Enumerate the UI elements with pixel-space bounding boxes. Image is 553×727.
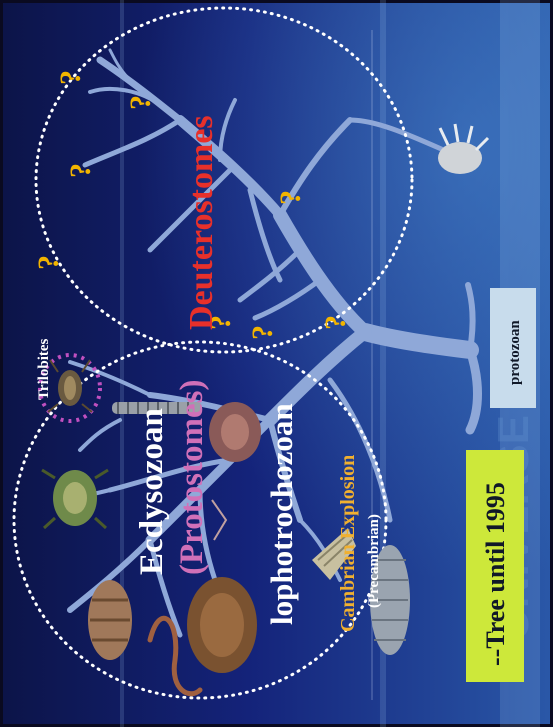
mollusc-image bbox=[187, 577, 257, 673]
precambrian-label: (Precambrian) bbox=[366, 514, 382, 608]
question-mark: ? bbox=[32, 255, 65, 270]
ecdysozoan-label: Ecdysozoan bbox=[134, 408, 170, 575]
question-mark: ? bbox=[246, 325, 279, 340]
question-mark: ? bbox=[319, 315, 352, 330]
protozoan-label: protozoan bbox=[507, 320, 523, 385]
question-mark: ? bbox=[54, 70, 87, 85]
protostomes-label: (Protostomes) bbox=[174, 380, 210, 576]
insect-larva-image bbox=[88, 580, 132, 660]
protozoan-box: protozoan bbox=[490, 288, 536, 408]
rotifer-image bbox=[209, 402, 261, 462]
question-mark: ? bbox=[64, 163, 97, 178]
trilobites-label: Trilobites bbox=[36, 338, 52, 400]
tree-until-label: --Tree until 1995 bbox=[481, 482, 510, 666]
lophotrochozoan-label: lophotrochozoan bbox=[264, 403, 299, 625]
cambrian-explosion-label: Cambrian Explosion bbox=[337, 455, 359, 632]
tree-until-box: --Tree until 1995 bbox=[466, 450, 524, 682]
deuterostomes-label: Deuterostomes bbox=[183, 115, 220, 330]
question-mark: ? bbox=[124, 95, 157, 110]
question-mark: ? bbox=[274, 190, 307, 205]
